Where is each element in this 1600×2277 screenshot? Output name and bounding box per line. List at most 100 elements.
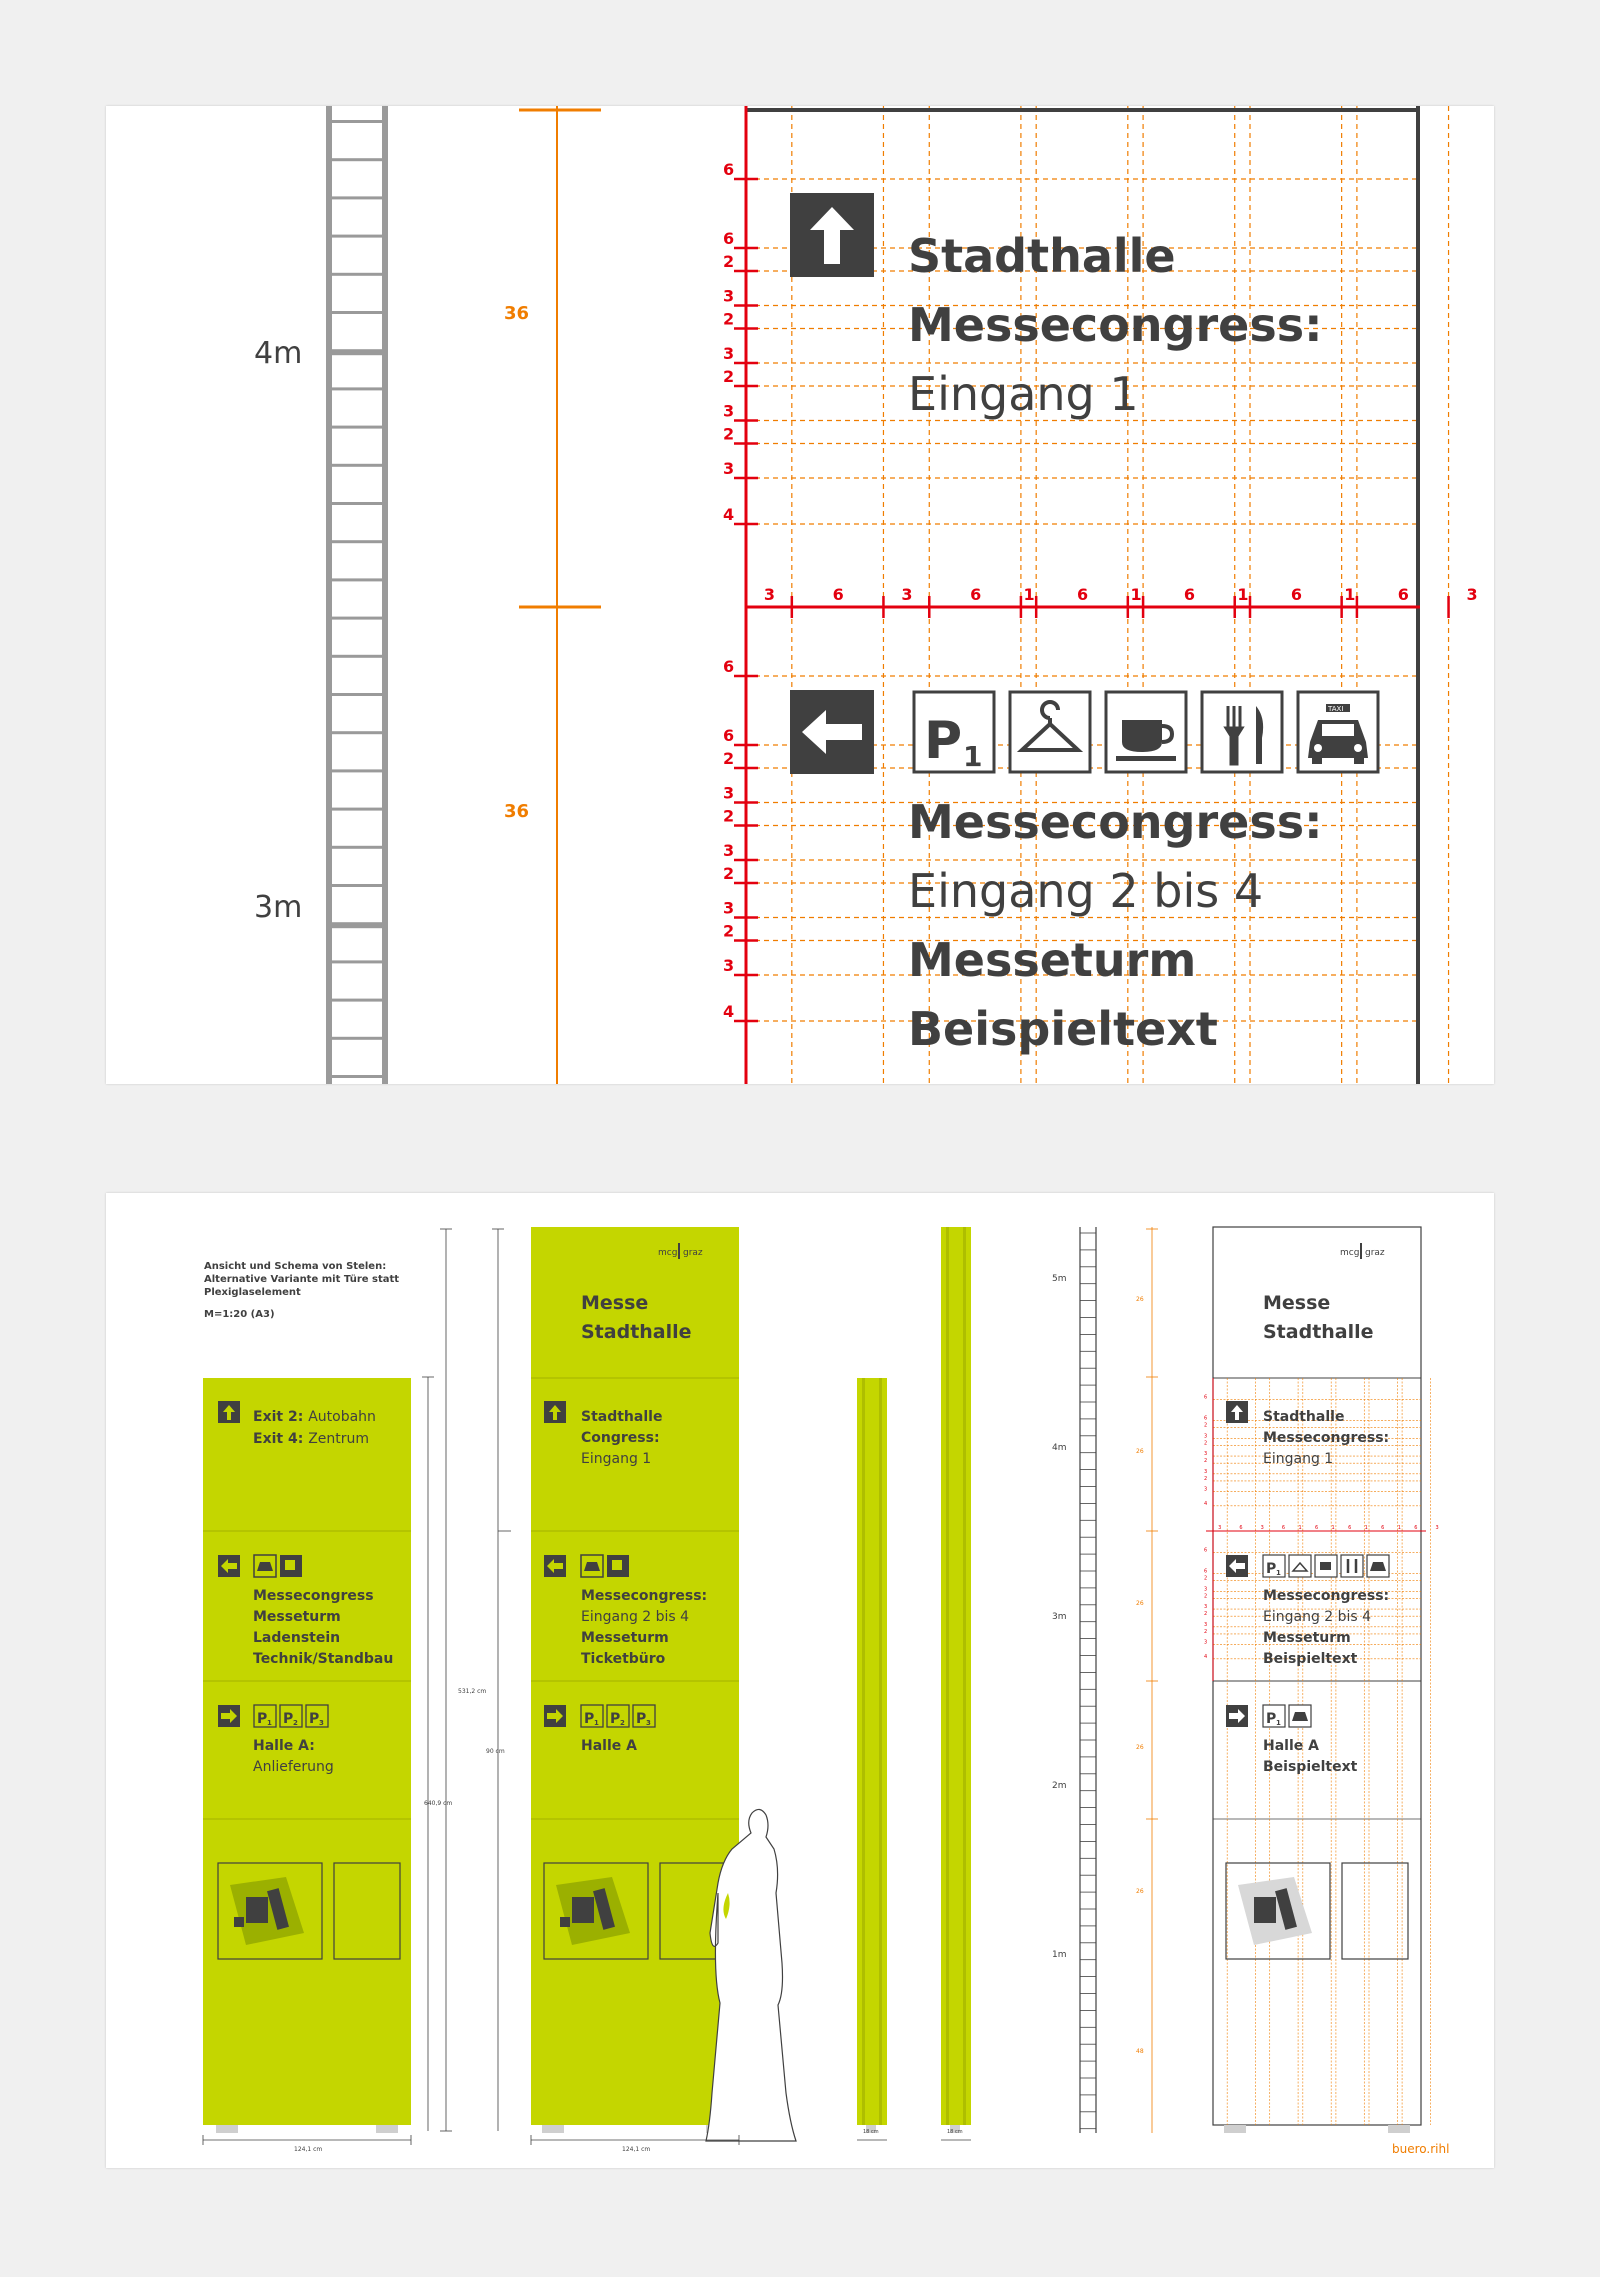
mini-row-number: 6 [1204, 1394, 1207, 1400]
side-number-0: 26 [1136, 1296, 1144, 1303]
stele3-head-stadthalle: Stadthalle [1263, 1321, 1374, 1343]
row-number-l-4: 2 [723, 807, 734, 826]
parking-letter: P [636, 1711, 646, 1727]
row-number-l-1: 6 [723, 726, 734, 745]
mini-row-number: 2 [1204, 1629, 1207, 1635]
dim-width-2: 124,1 cm [622, 2146, 650, 2153]
parking-number: 1 [594, 1719, 599, 1727]
arrow-right-icon [218, 1705, 240, 1727]
mini-column-number: 1 [1365, 1525, 1368, 1531]
arrow-up-icon [544, 1401, 566, 1423]
scale-label-4m: 4m [254, 336, 302, 371]
mini-row-number: 6 [1204, 1416, 1207, 1422]
parking-letter: P [257, 1711, 267, 1727]
parking-letter: P [283, 1711, 293, 1727]
sign1-line2: Messecongress: [908, 298, 1323, 352]
stele1-line-ladenstein: Ladenstein [253, 1630, 340, 1646]
row-number-u-6: 2 [723, 367, 734, 386]
stele2-head-messe: Messe [581, 1292, 648, 1314]
mini-row-number: 3 [1204, 1433, 1207, 1439]
taxi-icon [1288, 1704, 1312, 1728]
parking-p1-icon: P 1 [912, 690, 996, 774]
height-ladder [1079, 1227, 1097, 2133]
side-number-4: 26 [1136, 1888, 1144, 1895]
svg-text:1: 1 [963, 740, 982, 773]
sign2-line3: Messeturm [908, 933, 1196, 987]
dim-height-sec: 90 cm [486, 1748, 505, 1755]
scale-label-5m: 5m [1052, 1274, 1067, 1284]
row-number-l-9: 3 [723, 956, 734, 975]
scale-label-1m: 1m [1052, 1950, 1067, 1960]
taxi-icon: TAXI [1296, 690, 1380, 774]
side-number-1: 26 [1136, 1448, 1144, 1455]
row-number-u-4: 2 [723, 310, 734, 329]
scale-label-2m: 2m [1052, 1781, 1067, 1791]
stele-overview-panel: Ansicht und Schema von Stelen: Alternati… [106, 1193, 1494, 2168]
row-number-l-7: 3 [723, 899, 734, 918]
row-number-u-1: 6 [723, 229, 734, 248]
mini-row-number: 2 [1204, 1593, 1207, 1599]
row-number-u-9: 3 [723, 459, 734, 478]
taxi-icon [580, 1554, 604, 1578]
stele3-head-messe: Messe [1263, 1292, 1330, 1314]
site-map-image [217, 1862, 323, 1960]
site-map-image [543, 1862, 649, 1960]
mini-row-number: 2 [1204, 1440, 1207, 1446]
parking-letter: P [610, 1711, 620, 1727]
mini-column-number: 3 [1218, 1525, 1221, 1531]
scale-label-3m: 3m [1052, 1612, 1067, 1622]
caption-line2: Alternative Variante mit Türe statt [204, 1274, 399, 1285]
svg-text:P: P [1266, 1711, 1276, 1727]
mini-column-number: 6 [1381, 1525, 1384, 1531]
mcg-graz-logo: mcg graz [658, 1243, 703, 1259]
stele3-messecongress-2: Messecongress: [1263, 1588, 1389, 1604]
mcg-graz-logo: mcg graz [1340, 1243, 1385, 1259]
arrow-right-icon [1226, 1705, 1248, 1727]
stele2-messecongress: Messecongress: [581, 1588, 707, 1604]
mini-row-number: 6 [1204, 1569, 1207, 1575]
mini-row-number: 3 [1204, 1586, 1207, 1592]
column-number-1: 6 [833, 585, 844, 604]
parking-letter: P [309, 1711, 319, 1727]
svg-text:graz: graz [1365, 1248, 1385, 1258]
coffee-cup-icon [607, 1555, 629, 1577]
stele2-congress: Congress: [581, 1430, 660, 1446]
dimension-label-36-a: 36 [504, 303, 529, 324]
stele-side-view-2 [941, 1227, 971, 2141]
mini-row-number: 3 [1204, 1604, 1207, 1610]
mini-row-number: 2 [1204, 1611, 1207, 1617]
mini-column-number: 6 [1414, 1525, 1417, 1531]
parking-number: 2 [293, 1719, 298, 1727]
mini-column-number: 6 [1315, 1525, 1318, 1531]
caption-line3: Plexiglaselement [204, 1287, 301, 1298]
parking-number: 1 [267, 1719, 272, 1727]
sign1-line3: Eingang 1 [908, 367, 1139, 421]
dim-depth-1: 18 cm [863, 2129, 879, 2135]
stele2-eingang2-4: Eingang 2 bis 4 [581, 1609, 689, 1625]
row-number-u-7: 3 [723, 402, 734, 421]
mini-column-number: 1 [1398, 1525, 1401, 1531]
svg-text:graz: graz [683, 1248, 703, 1258]
mini-column-number: 1 [1298, 1525, 1301, 1531]
column-number-0: 3 [764, 585, 775, 604]
svg-text:P: P [924, 711, 962, 771]
side-number-5: 48 [1136, 2048, 1144, 2055]
column-number-5: 6 [1077, 585, 1088, 604]
mini-column-number: 3 [1261, 1525, 1264, 1531]
row-number-l-0: 6 [723, 657, 734, 676]
svg-text:1: 1 [1276, 1569, 1281, 1577]
column-number-11: 6 [1398, 585, 1409, 604]
caption-line1: Ansicht und Schema von Stelen: [204, 1261, 386, 1272]
arrow-left-icon [218, 1555, 240, 1577]
coffee-cup-icon [1104, 690, 1188, 774]
parking-number: 3 [646, 1719, 651, 1727]
stele-1: Exit 2: Autobahn Exit 4: Zentrum Messeco… [203, 1378, 411, 2133]
mini-column-number: 1 [1332, 1525, 1335, 1531]
mini-row-number: 6 [1204, 1547, 1207, 1553]
mini-column-number: 6 [1282, 1525, 1285, 1531]
